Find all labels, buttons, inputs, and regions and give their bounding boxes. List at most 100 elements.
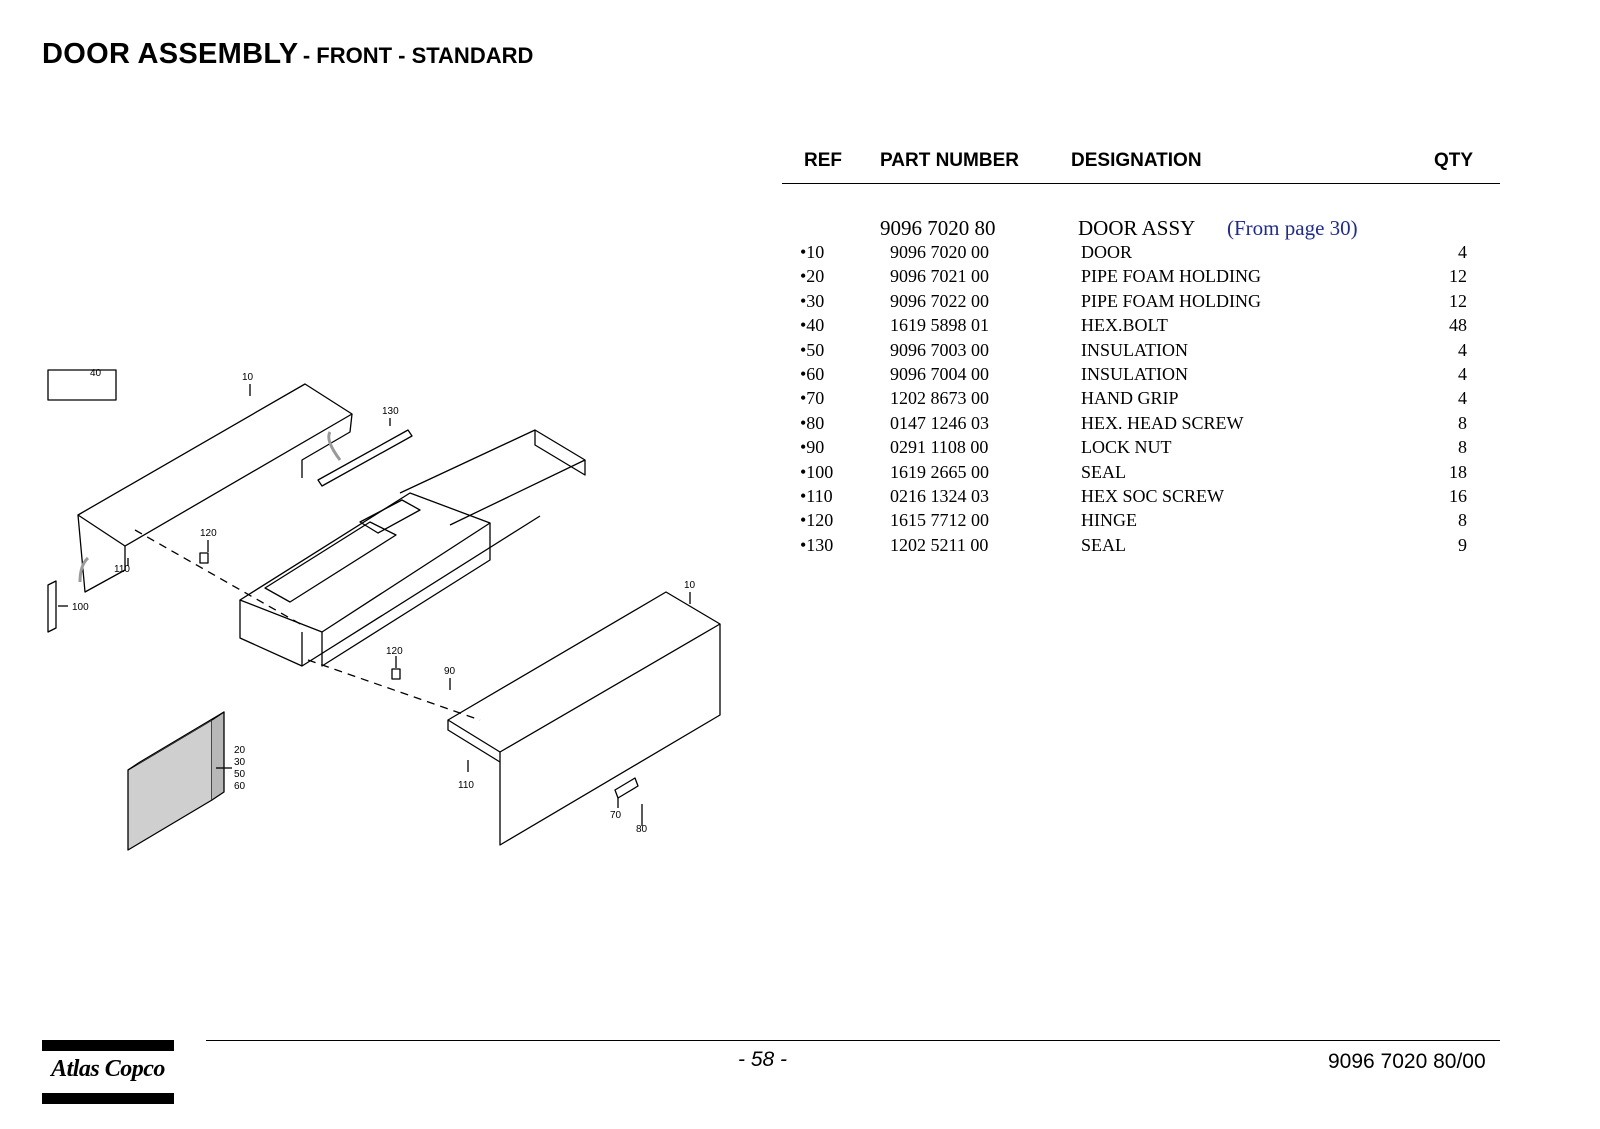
row-qty: 12 [1449, 290, 1467, 311]
hinge-bottom [391, 668, 401, 680]
row-designation: DOOR [1081, 242, 1133, 262]
row-designation: HAND GRIP [1081, 388, 1179, 409]
row-qty: 48 [1449, 315, 1467, 336]
label-screw-80: 80 [636, 824, 648, 835]
bottom-door-front [499, 624, 721, 846]
row-designation: HINGE [1081, 510, 1137, 531]
footer-rule [206, 1040, 1500, 1041]
header-designation: DESIGNATION [1071, 150, 1202, 171]
row-designation: SEAL [1081, 534, 1126, 555]
cabinet-top [239, 492, 491, 633]
header-rule [782, 183, 1500, 184]
row-ref: •20 [800, 266, 825, 287]
top-door-panel [77, 383, 353, 547]
row-designation: LOCK NUT [1081, 437, 1172, 458]
legend-box [47, 369, 117, 401]
seal-strip-100 [47, 580, 57, 633]
label-door-bottom: 10 [684, 580, 696, 591]
logo-wordmark: Atlas Copco [51, 1056, 165, 1082]
label-screw-top: 110 [114, 564, 130, 575]
header-qty: QTY [1434, 150, 1474, 171]
top-door-edge [301, 413, 353, 478]
row-ref: •40 [800, 315, 825, 336]
row-part-number: 1619 5898 01 [890, 315, 989, 336]
frame-lower-rail [301, 515, 541, 667]
row-ref: •130 [800, 534, 834, 555]
row-qty: 4 [1458, 388, 1467, 409]
row-qty: 4 [1458, 364, 1467, 384]
row-qty: 8 [1458, 510, 1467, 531]
row-part-number: 1615 7712 00 [890, 510, 989, 531]
row-designation: PIPE FOAM HOLDING [1081, 266, 1262, 287]
label-grip-70: 70 [610, 810, 622, 821]
label-seal-130: 130 [382, 406, 399, 417]
insulation-panel-side [211, 711, 225, 801]
row-part-number: 1202 8673 00 [890, 388, 989, 409]
row-part-number: 9096 7022 00 [890, 290, 989, 311]
row-designation: PIPE FOAM HOLDING [1081, 290, 1262, 311]
row-part-number: 9096 7021 00 [890, 266, 989, 287]
row-qty: 8 [1458, 412, 1467, 433]
arrow-seal-130 [327, 431, 342, 461]
row-ref: •10 [800, 242, 825, 262]
assembly-part-number: 9096 7020 80 [880, 216, 996, 240]
row-ref: •120 [800, 510, 834, 531]
row-qty: 4 [1458, 339, 1467, 360]
row-qty: 8 [1458, 437, 1467, 458]
row-ref: •50 [800, 339, 825, 360]
label-ins-50: 50 [234, 769, 246, 780]
row-designation: HEX. HEAD SCREW [1081, 412, 1244, 433]
assembly-designation: DOOR ASSY [1078, 216, 1196, 240]
cabinet-front [239, 600, 303, 667]
label-legend-40: 40 [90, 368, 102, 379]
row-ref: •90 [800, 437, 825, 458]
label-door-top: 10 [242, 372, 254, 383]
atlas-copco-logo: Atlas Copco [42, 1040, 174, 1104]
title-main: DOOR ASSEMBLY [42, 38, 299, 70]
row-designation: SEAL [1081, 461, 1126, 482]
row-part-number: 0291 1108 00 [890, 437, 989, 458]
label-hinge-bottom: 120 [386, 646, 403, 657]
row-ref: •100 [800, 461, 834, 482]
label-ins-30: 30 [234, 757, 246, 768]
exploded-view-diagram: 40 10 130 120 110 100 10 120 90 110 70 8… [47, 368, 721, 851]
row-part-number: 0216 1324 03 [890, 486, 989, 506]
page-title: DOOR ASSEMBLY - FRONT - STANDARD [42, 38, 533, 71]
table-row: •10 9096 7020 00 DOOR 4 [0, 242, 1600, 266]
cabinet-side [321, 523, 491, 667]
hand-grip [614, 777, 639, 799]
row-part-number: 9096 7004 00 [890, 364, 989, 384]
page-number: - 58 - [738, 1048, 788, 1071]
label-screw-bottom: 110 [458, 780, 474, 791]
assembly-page-link[interactable]: (From page 30) [1227, 216, 1358, 240]
table-row: •70 1202 8673 00 HAND GRIP 4 [0, 388, 1600, 412]
row-ref: •70 [800, 388, 825, 409]
frame-rail [399, 429, 586, 526]
insulation-panel-front [127, 719, 213, 851]
assembly-line-top [134, 529, 303, 626]
row-ref: •30 [800, 290, 825, 311]
row-qty: 4 [1458, 242, 1467, 262]
row-part-number: 1619 2665 00 [890, 461, 989, 482]
bottom-door-side [447, 720, 501, 763]
assembly-line-bottom [307, 659, 481, 721]
row-qty: 16 [1449, 486, 1467, 506]
row-part-number: 0147 1246 03 [890, 412, 989, 433]
title-sub: - FRONT - STANDARD [302, 43, 534, 68]
arrow-seal-100 [78, 556, 90, 583]
hinge-top [199, 552, 209, 564]
row-qty: 9 [1458, 534, 1467, 555]
row-part-number: 9096 7020 00 [890, 242, 989, 262]
label-ins-60: 60 [234, 781, 246, 792]
document-number: 9096 7020 80/00 [1328, 1050, 1486, 1073]
label-hinge-top: 120 [200, 528, 217, 539]
row-ref: •80 [800, 412, 825, 433]
cabinet-panel-small [359, 499, 421, 534]
label-nut-90: 90 [444, 666, 456, 677]
